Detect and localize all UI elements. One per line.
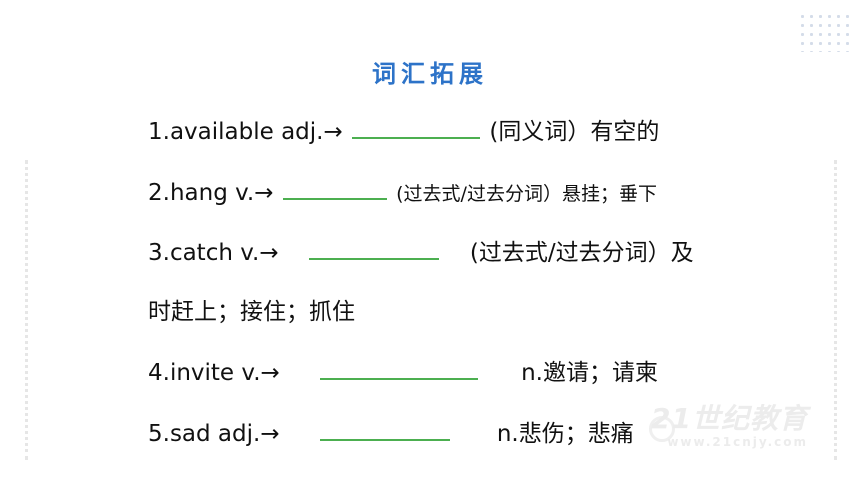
vocab-item-4-suffix: n.邀请；请柬: [521, 360, 658, 386]
vocab-item-1-prefix: 1.available adj.→: [148, 119, 343, 145]
vocab-item-5-suffix: n.悲伤；悲痛: [496, 421, 634, 447]
vocab-item-3-continuation: 时赶上；接住；抓住: [148, 299, 355, 325]
watermark-brand: 21世纪教育: [651, 402, 808, 435]
vocab-item-3: 3.catch v.→ (过去式/过去分词）及: [148, 236, 694, 268]
vocab-item-4-blank[interactable]: [320, 356, 479, 380]
vocab-item-3-prefix: 3.catch v.→: [148, 240, 279, 266]
vocab-item-5-prefix: 5.sad adj.→: [148, 421, 280, 447]
vocab-item-4: 4.invite v.→ n.邀请；请柬: [148, 356, 658, 388]
vocab-item-1: 1.available adj.→ (同义词）有空的: [148, 115, 659, 147]
vocab-item-2-prefix: 2.hang v.→: [148, 180, 274, 206]
watermark: 21世纪教育 www.21cnjy.com: [651, 397, 808, 449]
vocab-item-3-blank[interactable]: [309, 236, 440, 260]
vocab-item-1-blank[interactable]: [352, 115, 481, 139]
vocab-item-5: 5.sad adj.→ n.悲伤；悲痛: [148, 417, 634, 449]
vocab-item-2-blank[interactable]: [282, 176, 387, 200]
vocab-item-2-suffix: (过去式/过去分词）悬挂；垂下: [396, 183, 657, 205]
dotted-side-borders: [25, 160, 837, 460]
vocab-item-2: 2.hang v.→ (过去式/过去分词）悬挂；垂下: [148, 176, 657, 209]
page-title: 词汇拓展: [372, 60, 488, 88]
dot-grid-decoration-icon: [798, 12, 850, 52]
vocab-item-3-suffix: (过去式/过去分词）及: [469, 240, 694, 266]
runner-logo-icon: [649, 416, 675, 442]
watermark-url: www.21cnjy.com: [667, 435, 808, 449]
vocab-item-1-suffix: (同义词）有空的: [489, 119, 660, 145]
vocab-item-5-blank[interactable]: [320, 417, 451, 441]
vocab-item-4-prefix: 4.invite v.→: [148, 360, 280, 386]
